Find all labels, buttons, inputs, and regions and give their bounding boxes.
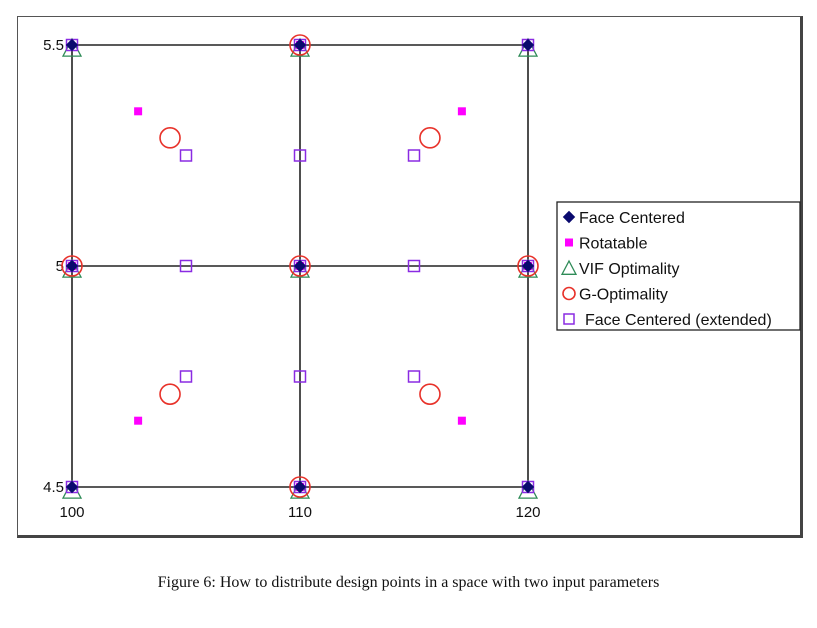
data-point — [289, 34, 311, 56]
data-point — [517, 255, 539, 277]
scatter-chart: 100 110 120 5.5 5 4.5 Face CenteredRotatableVI… — [43, 34, 801, 521]
data-point — [517, 37, 539, 57]
data-point — [293, 38, 307, 52]
data-point — [521, 38, 535, 52]
data-point — [61, 255, 83, 277]
legend-label: G-Optimality — [579, 287, 668, 304]
legend-marker — [565, 238, 573, 247]
data-point — [179, 149, 193, 162]
data-point — [179, 370, 193, 383]
legend-marker — [562, 286, 576, 301]
x-tick-label: 110 — [288, 504, 312, 521]
data-point — [457, 107, 466, 116]
y-tick-label: 5.5 — [43, 37, 64, 54]
data-point — [289, 255, 311, 277]
data-point — [289, 258, 311, 278]
data-point — [293, 149, 307, 162]
x-tick-label: 120 — [515, 504, 540, 521]
data-point — [407, 149, 421, 162]
data-point — [134, 416, 143, 425]
legend-marker — [560, 259, 578, 275]
data-point — [521, 480, 535, 494]
data-point — [293, 370, 307, 383]
legend-label: Face Centered (extended) — [585, 312, 772, 329]
y-tick-label: 5 — [56, 258, 64, 275]
legend-label: Rotatable — [579, 236, 648, 253]
data-point — [159, 127, 181, 149]
data-point — [65, 259, 79, 273]
data-point — [419, 127, 441, 149]
data-point — [407, 370, 421, 383]
data-point — [159, 383, 181, 405]
figure-caption: Figure 6: How to distribute design point… — [157, 574, 660, 591]
data-point — [293, 259, 307, 273]
data-point — [289, 476, 311, 498]
legend-label: Face Centered — [579, 210, 685, 227]
data-point — [517, 479, 539, 499]
data-point — [61, 258, 83, 278]
data-point — [407, 259, 421, 273]
data-point — [61, 37, 83, 57]
legend-label: VIF Optimality — [579, 261, 679, 278]
data-point — [65, 480, 79, 494]
legend-box — [556, 201, 801, 331]
data-point — [457, 416, 466, 425]
x-tick-label: 100 — [59, 504, 84, 521]
data-point — [179, 259, 193, 273]
y-tick-label: 4.5 — [43, 479, 64, 496]
data-point — [61, 479, 83, 499]
data-point — [134, 107, 143, 116]
data-point — [293, 480, 307, 494]
legend-marker — [562, 210, 576, 224]
data-point — [65, 38, 79, 52]
data-point — [521, 259, 535, 273]
legend-marker — [563, 313, 575, 325]
data-point — [517, 258, 539, 278]
data-point — [289, 479, 311, 499]
data-point — [419, 383, 441, 405]
data-point — [289, 37, 311, 57]
